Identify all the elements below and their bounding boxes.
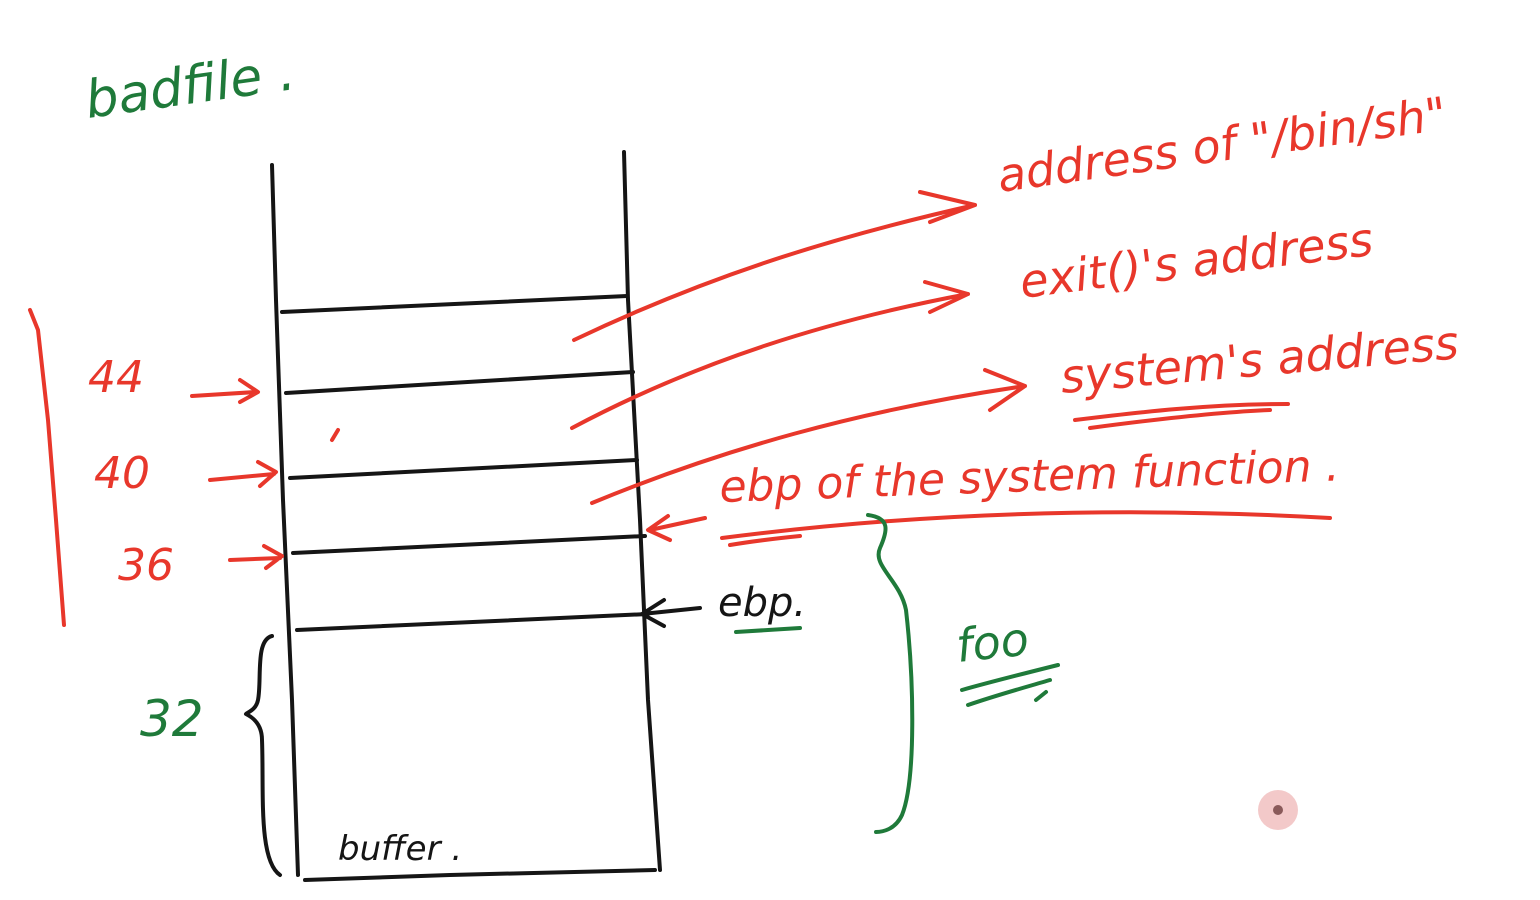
- foo-frame-brace: [866, 513, 915, 834]
- slot-divider-3: [288, 458, 639, 480]
- diagram-title: badfile .: [81, 42, 298, 131]
- slot-divider-2: [284, 370, 635, 395]
- slot-divider-5: [295, 612, 650, 632]
- arrow-to-binsh: [572, 190, 977, 342]
- arrow-ebp: [640, 598, 702, 628]
- offset-36-arrow: [228, 544, 284, 570]
- label-exit-address: exit()'s address: [1017, 212, 1376, 309]
- stray-mark: [330, 428, 340, 442]
- label-ebp: ebp.: [718, 580, 806, 626]
- slot-divider-4: [291, 534, 647, 555]
- label-binsh-address: address of "/bin/sh": [994, 86, 1450, 203]
- buffer-size-brace: [244, 634, 282, 877]
- offset-36-label: 36: [118, 540, 174, 591]
- offset-44-label: 44: [88, 352, 144, 403]
- label-foo: foo: [954, 612, 1032, 673]
- offset-44-arrow: [190, 378, 260, 404]
- arrow-to-system: [590, 368, 1027, 505]
- stack-bottom: [303, 868, 657, 882]
- label-system-address: system's address: [1058, 315, 1460, 404]
- cursor-dot: [1273, 805, 1283, 815]
- buffer-label: buffer .: [338, 829, 462, 869]
- offset-40-arrow: [208, 460, 278, 488]
- stack-right-wall: [622, 150, 662, 872]
- arrow-to-exit: [570, 280, 970, 430]
- slot-divider-1: [280, 294, 629, 314]
- ebp-system-underline: [720, 510, 1332, 547]
- label-ebp-system-function: ebp of the system function .: [719, 440, 1341, 513]
- foo-underline: [960, 663, 1060, 707]
- payload-span-bar: [28, 308, 66, 627]
- system-underline: [1073, 402, 1290, 430]
- offset-32-label: 32: [140, 690, 204, 748]
- arrow-ebp-system: [646, 514, 707, 542]
- offset-40-label: 40: [94, 448, 150, 499]
- ebp-underline: [734, 626, 802, 634]
- stack-left-wall: [270, 163, 300, 877]
